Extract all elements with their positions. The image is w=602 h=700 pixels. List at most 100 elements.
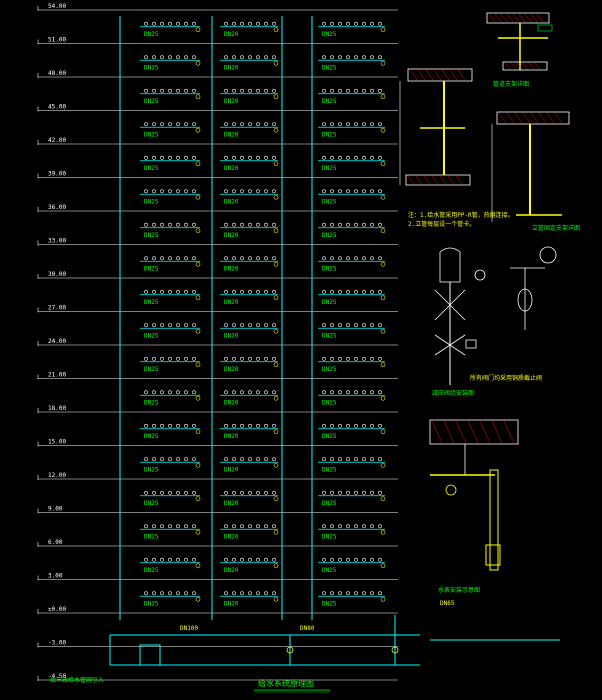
valve-symbol	[195, 127, 201, 133]
fixture-outlet	[168, 323, 172, 328]
floor-elevation-label: 12.00	[48, 472, 66, 479]
fixture-outlet	[346, 189, 350, 194]
branch-size-label: DN25	[144, 232, 159, 239]
branch-size-label: DN25	[144, 64, 159, 71]
fixture-outlet	[160, 356, 164, 361]
fixture-outlet	[232, 390, 236, 395]
fixture-outlet	[160, 490, 164, 495]
fixture-outlet	[144, 55, 148, 60]
fixture-outlet	[378, 591, 382, 596]
fixture-outlet	[362, 21, 366, 26]
branch-size-label: DN20	[224, 533, 239, 540]
fixture-outlet	[224, 289, 228, 294]
fixture-outlet	[338, 122, 342, 127]
fixture-outlet	[168, 524, 172, 529]
detail-pipe-support: 管道支架详图	[486, 12, 553, 88]
fixture-outlet	[362, 88, 366, 93]
valve-symbol	[273, 529, 279, 535]
fixture-outlet	[346, 591, 350, 596]
fixture-outlet	[338, 289, 342, 294]
fixture-outlet	[248, 557, 252, 562]
fixture-outlet	[192, 591, 196, 596]
fixture-outlet	[272, 323, 276, 328]
fixture-outlet	[256, 88, 260, 93]
valve-symbol	[380, 563, 386, 569]
fixture-outlet	[354, 591, 358, 596]
fixture-outlet	[192, 55, 196, 60]
fixture-outlet	[362, 323, 366, 328]
fixture-outlet	[224, 591, 228, 596]
fixture-outlet	[176, 222, 180, 227]
fixture-outlet	[184, 155, 188, 160]
fixture-outlet	[370, 21, 374, 26]
fixture-outlet	[192, 323, 196, 328]
fixture-outlet	[272, 88, 276, 93]
fixture-outlet	[176, 155, 180, 160]
fixture-outlet	[152, 122, 156, 127]
fixture-outlet	[192, 289, 196, 294]
valve-symbol	[273, 161, 279, 167]
fixture-outlet	[264, 55, 268, 60]
floor-elevation-label: 54.00	[48, 3, 66, 10]
fixture-outlet	[232, 323, 236, 328]
valve-symbol	[380, 529, 386, 535]
fixture-outlet	[240, 423, 244, 428]
fixture-outlet	[338, 155, 342, 160]
fixture-outlet	[264, 189, 268, 194]
fixture-outlet	[322, 222, 326, 227]
fixture-outlet	[322, 557, 326, 562]
detail-2-label: 立管固定支架详图	[532, 224, 580, 232]
fixture-outlet	[354, 289, 358, 294]
fixture-outlet	[370, 122, 374, 127]
fixture-outlet	[256, 524, 260, 529]
fixture-outlet	[322, 457, 326, 462]
note-3: 所有阀门均采用铜质截止阀	[470, 374, 542, 382]
valve-symbol	[273, 596, 279, 602]
note-1: 注：1.给水管采用PP-R管，热熔连接。	[408, 211, 514, 219]
fixture-outlet	[338, 557, 342, 562]
fixture-outlet	[362, 490, 366, 495]
fixture-outlet	[144, 222, 148, 227]
valve-symbol	[380, 429, 386, 435]
fixture-outlet	[248, 189, 252, 194]
fixture-outlet	[272, 222, 276, 227]
fixture-outlet	[378, 122, 382, 127]
fixture-outlet	[160, 155, 164, 160]
main-title: 给水系统原理图	[258, 678, 314, 688]
fixture-outlet	[370, 323, 374, 328]
fixture-outlet	[330, 155, 334, 160]
valve-symbol	[380, 295, 386, 301]
branch-size-label: DN25	[144, 299, 159, 306]
fixture-outlet	[160, 457, 164, 462]
fixture-outlet	[240, 390, 244, 395]
fixture-outlet	[264, 155, 268, 160]
fixture-outlet	[160, 390, 164, 395]
fixture-outlet	[168, 289, 172, 294]
valve-symbol	[273, 228, 279, 234]
fixture-outlet	[256, 356, 260, 361]
fixture-outlet	[264, 222, 268, 227]
fixture-outlet	[354, 524, 358, 529]
fixture-outlet	[184, 356, 188, 361]
branch-size-label: DN20	[224, 198, 239, 205]
fixture-outlet	[370, 390, 374, 395]
fixture-outlet	[264, 524, 268, 529]
fixture-outlet	[330, 591, 334, 596]
fixture-outlet	[346, 390, 350, 395]
branch-size-label: DN25	[322, 567, 337, 574]
fixture-outlet	[378, 423, 382, 428]
fixture-outlet	[152, 356, 156, 361]
fixture-outlet	[184, 423, 188, 428]
fixture-outlet	[160, 591, 164, 596]
fixture-outlet	[240, 88, 244, 93]
fixture-outlet	[330, 122, 334, 127]
fixture-outlet	[160, 55, 164, 60]
fixture-outlet	[330, 222, 334, 227]
fixture-outlet	[338, 256, 342, 261]
fixture-outlet	[248, 457, 252, 462]
fixture-outlet	[322, 88, 326, 93]
fixture-outlet	[144, 490, 148, 495]
fixture-outlet	[232, 88, 236, 93]
fixture-outlet	[256, 490, 260, 495]
branch-size-label: DN25	[322, 165, 337, 172]
